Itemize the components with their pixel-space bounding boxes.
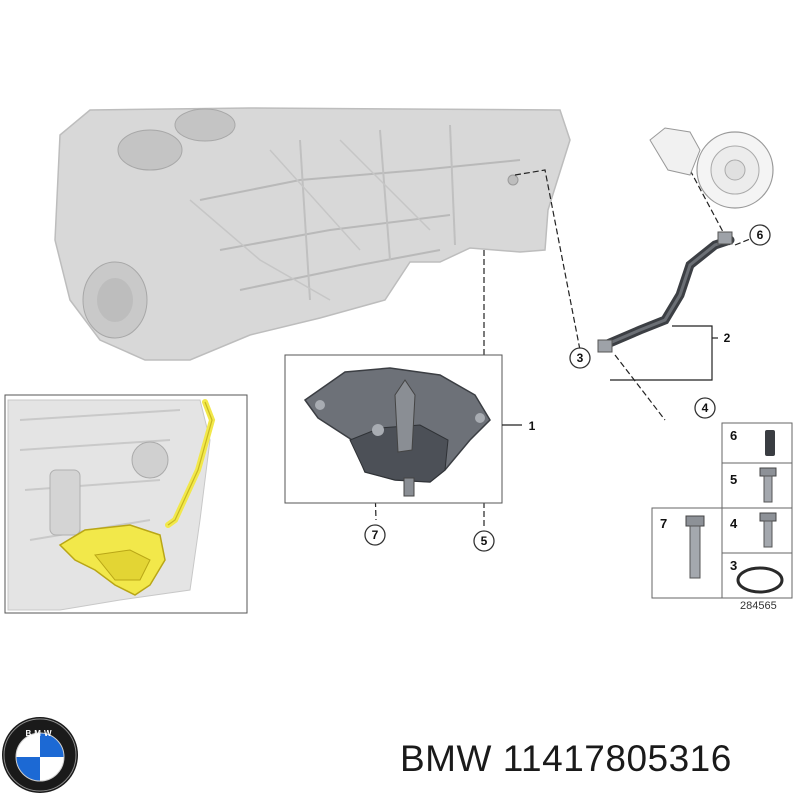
legend-label-6: 6: [730, 428, 737, 443]
inset-engine-illustration: [7, 399, 216, 611]
callout-7: 7: [372, 528, 379, 542]
bmw-logo: BMW: [2, 717, 78, 793]
sleeve-part-6: [765, 430, 775, 456]
part-number: 11417805316: [502, 738, 732, 779]
oil-pump-illustration: [303, 367, 491, 497]
callout-2: 2: [724, 331, 731, 345]
callout-6: 6: [757, 228, 764, 242]
bolt-part-5: [759, 467, 777, 503]
turbocharger-illustration: [649, 127, 774, 209]
brand-name: BMW: [400, 738, 492, 779]
oil-hose-illustration: [597, 231, 735, 353]
legend-label-3: 3: [730, 558, 737, 573]
legend-label-7: 7: [660, 516, 667, 531]
callout-4: 4: [702, 401, 709, 415]
diagram-id: 284565: [740, 600, 777, 612]
part-caption: BMW 11417805316: [400, 738, 732, 780]
legend-label-4: 4: [730, 516, 738, 531]
legend-label-5: 5: [730, 472, 737, 487]
bmw-logo-letters: BMW: [26, 729, 55, 738]
bolt-part-7: [685, 515, 705, 579]
callout-1: 1: [529, 419, 536, 433]
oring-part-3: [736, 566, 784, 594]
callout-5: 5: [481, 534, 488, 548]
engine-block-illustration: [54, 107, 571, 361]
callout-circles: [364, 224, 771, 552]
callout-3: 3: [577, 351, 584, 365]
bolt-part-4: [759, 512, 777, 548]
